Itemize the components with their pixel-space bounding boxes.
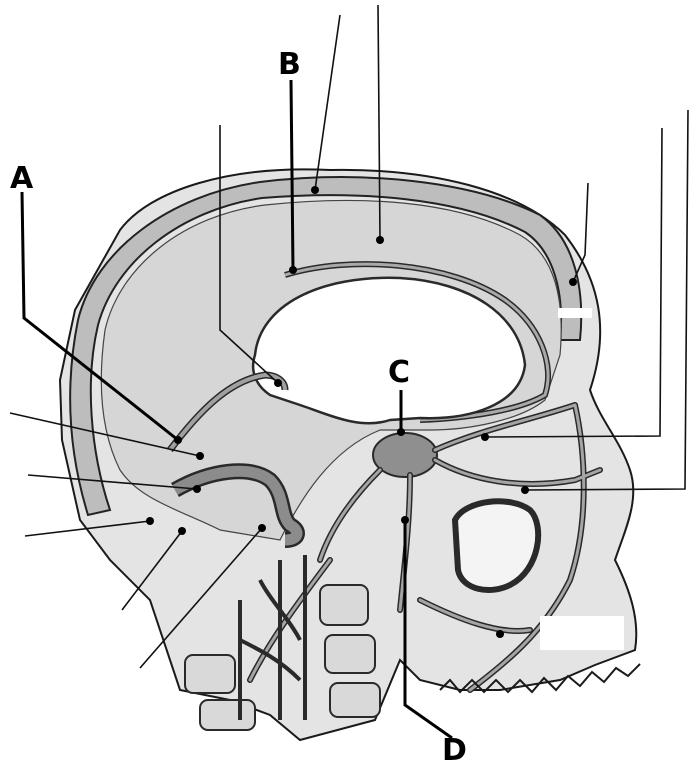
mask-box-2 xyxy=(540,616,624,650)
label-d: D xyxy=(442,733,467,764)
mask-box-1 xyxy=(558,308,592,318)
label-b: B xyxy=(278,47,301,82)
label-c: C xyxy=(388,355,410,390)
pointer-b xyxy=(291,80,293,270)
label-a: A xyxy=(10,161,34,196)
orbit xyxy=(455,501,538,590)
